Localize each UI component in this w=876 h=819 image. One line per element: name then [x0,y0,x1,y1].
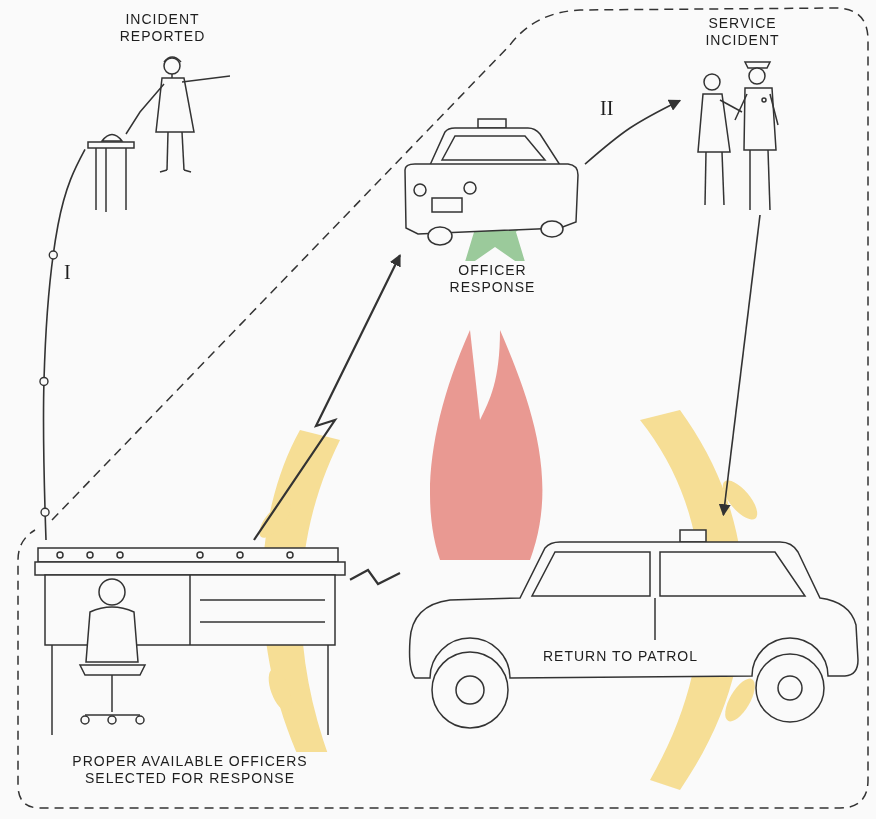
caller-figure [160,170,191,172]
patrol-car [410,530,858,728]
junction-dot [49,251,57,259]
scene-label: INCIDENT REPORTED [117,10,209,46]
scene-node: RETURN TO PATROL [400,515,862,730]
response-car [464,182,476,194]
dispatch-console [197,552,203,558]
emblem-watermark [252,170,774,790]
dispatch-console [35,548,345,735]
service-figures [745,62,770,68]
dispatch-console [87,552,93,558]
service-figures [704,74,720,90]
scene-label: SERVICE INCIDENT [702,14,782,50]
dispatch-console [189,575,191,645]
caller-figure [126,84,164,134]
dispatch-console [108,716,116,724]
caller-figure [182,76,230,82]
scene-label: PROPER AVAILABLE OFFICERS SELECTED FOR R… [47,752,333,788]
flow-connector [43,149,85,540]
scene-node: INCIDENT REPORTED [85,10,240,215]
patrol-car [532,552,650,596]
dispatch-console [200,621,325,623]
scene-node: PROPER AVAILABLE OFFICERS SELECTED FOR R… [30,540,350,788]
response-car [405,119,578,245]
service-figures [722,152,724,205]
cycle-dashed-loop [18,8,868,808]
junction-dot [41,508,49,516]
patrol-car [778,676,802,700]
flow-connector [723,215,760,515]
dispatch-console [287,552,293,558]
junction-dot [40,377,48,385]
dispatch-console [117,552,123,558]
patrol-car [654,598,656,640]
service-figures [762,98,766,102]
dispatch-console [81,716,89,724]
emblem-watermark [719,674,760,726]
emblem-watermark [254,497,296,542]
response-car [442,136,545,160]
patrol-car [756,654,824,722]
service-figures [735,94,778,125]
dispatch-console [80,665,145,675]
service-figures [768,150,770,210]
patrol-car [456,676,484,704]
phase-numeral: II [598,98,615,118]
service-figures [749,150,751,210]
scene-node: SERVICE INCIDENT [680,14,805,215]
phase-numeral: I [62,262,73,282]
flow-connector [350,570,400,584]
service-figures [705,152,706,205]
dispatch-console [38,548,338,562]
service-figures [749,68,765,84]
patrol-car [660,552,805,596]
dispatch-console [57,552,63,558]
dispatch-console [136,716,144,724]
caller-figure [88,57,230,212]
response-car [541,221,563,237]
response-car [430,128,560,165]
dispatch-console [237,552,243,558]
service-figures [698,62,778,210]
response-car [428,227,452,245]
response-car [414,184,426,196]
dispatch-console [200,599,325,601]
dispatch-console [111,675,113,712]
caller-figure [164,58,180,74]
patrol-car [432,652,508,728]
caller-figure [125,148,127,210]
flow-connector [254,255,400,540]
caller-figure [88,142,134,148]
caller-figure [102,135,122,142]
dispatch-console [99,579,125,605]
response-car [432,198,462,212]
caller-figure [167,132,168,170]
scene-node: OFFICER RESPONSE [400,115,585,297]
patrol-car [680,530,706,542]
emblem-watermark [264,666,296,714]
emblem-watermark [717,475,763,525]
caller-figure [182,132,184,170]
scene-label: RETURN TO PATROL [540,647,701,666]
caller-figure [95,148,97,210]
caller-figure [105,148,107,212]
dispatch-console [86,607,138,662]
scene-label: OFFICER RESPONSE [447,261,539,297]
caller-figure [164,57,181,62]
dispatch-console [327,645,329,735]
dispatch-console [35,562,345,575]
emblem-watermark [430,330,542,560]
response-car [478,119,506,128]
dispatch-console [51,645,53,735]
